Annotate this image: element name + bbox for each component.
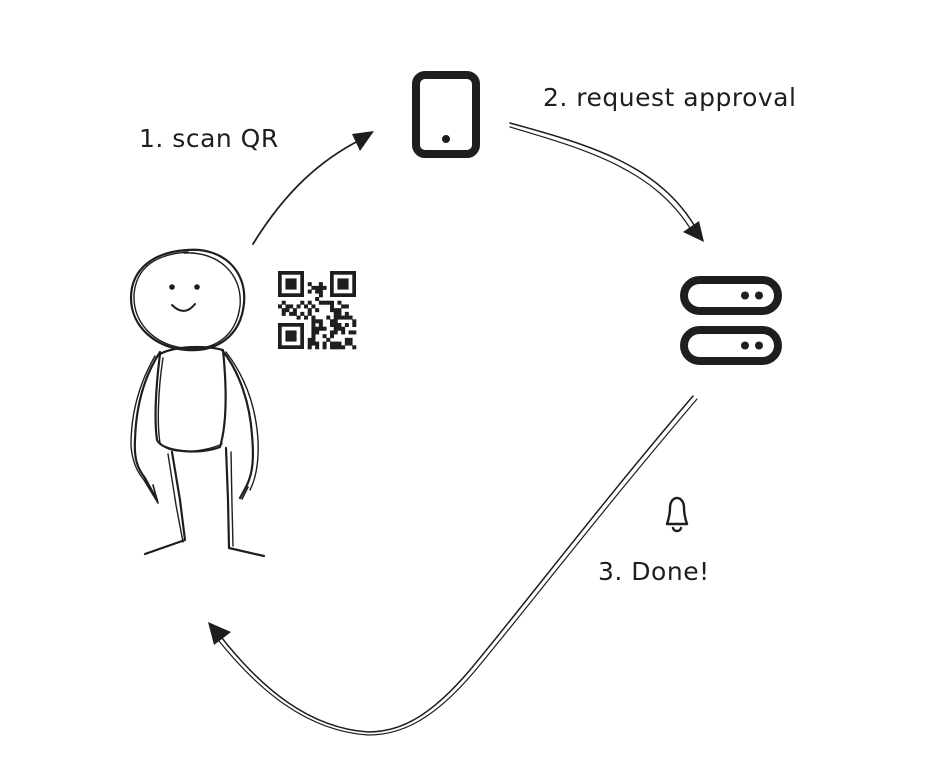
server-icon (680, 276, 782, 365)
person-smile (171, 303, 196, 312)
arrow-scan-qr (252, 131, 374, 245)
qr-code-icon (278, 271, 357, 350)
mobile-device-icon (412, 71, 480, 158)
person-eye-left (169, 284, 175, 290)
arrow-done (208, 395, 698, 736)
step-1-label: 1. scan QR (139, 124, 279, 153)
person-icon (129, 248, 266, 558)
arrow-request-approval (509, 122, 704, 242)
step-3-label: 3. Done! (598, 557, 710, 586)
person-eye-right (194, 284, 200, 290)
bell-icon (665, 496, 689, 533)
step-2-label: 2. request approval (543, 83, 796, 112)
